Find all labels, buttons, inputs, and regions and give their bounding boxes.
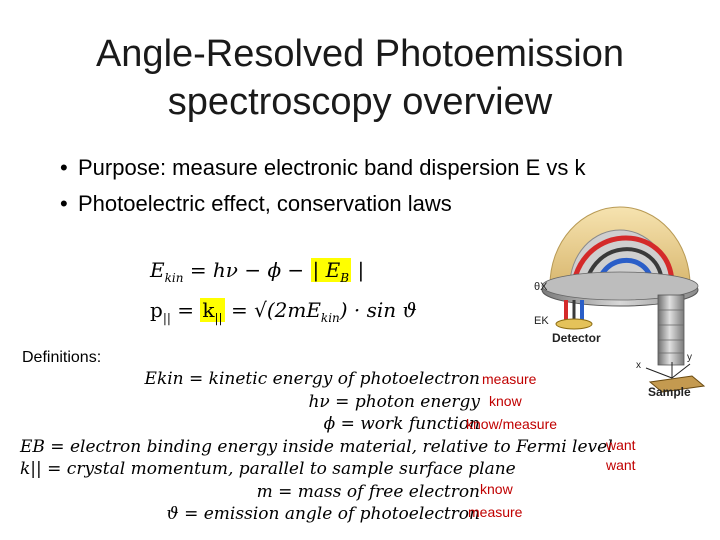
- title-line-2: spectroscopy overview: [167, 81, 553, 123]
- definitions-list: Ekin = kinetic energy of photoelectron h…: [20, 368, 613, 526]
- def-row-theta: ϑ = emission angle of photoelectron: [166, 504, 480, 524]
- equation-momentum: p|| = k|| = √(2mEkin) · sin ϑ: [150, 298, 417, 325]
- bullet-photoelectric: • Photoelectric effect, conservation laws: [60, 186, 585, 222]
- def-row-hv: hν = photon energy: [308, 391, 480, 412]
- eq-k-highlight: k||: [200, 298, 225, 325]
- title-line-1: Angle-Resolved Photoemission: [95, 33, 625, 75]
- eq-k-label: k: [202, 298, 215, 322]
- eq-eb: E: [325, 258, 341, 282]
- eq-rhs: = hν − ϕ −: [189, 258, 305, 282]
- note-know-hv: know: [489, 393, 522, 409]
- label-theta: θX: [534, 281, 548, 293]
- eq-rhs-sub: kin: [320, 311, 340, 325]
- eq-p-sub: ||: [162, 311, 171, 325]
- bullet-dot-icon: •: [60, 155, 68, 180]
- eq-eb-sub: B: [340, 271, 350, 285]
- bullet-purpose: • Purpose: measure electronic band disper…: [60, 150, 585, 186]
- note-measure-ekin: measure: [482, 371, 537, 387]
- def-row-k: k|| = crystal momentum, parallel to samp…: [20, 459, 516, 479]
- def-row-eb: EB = electron binding energy inside mate…: [20, 436, 613, 457]
- def-row-ekin: Ekin = kinetic energy of photoelectron: [144, 369, 480, 389]
- sample-axis-x: [645, 367, 673, 379]
- bullet-text: Photoelectric effect, conservation laws: [78, 191, 452, 216]
- note-know-m: know: [480, 481, 513, 497]
- sample-axis-y: [671, 363, 691, 379]
- label-detector: Detector: [552, 331, 601, 345]
- bullet-text: Purpose: measure electronic band dispers…: [78, 155, 586, 180]
- eq-rhs-tail: ) · sin ϑ: [339, 298, 417, 322]
- bullet-list: • Purpose: measure electronic band disper…: [60, 150, 585, 222]
- analyzer-plate-rim: [541, 271, 699, 301]
- eq-p-label: p: [150, 298, 163, 322]
- eq-lhs-sub: kin: [164, 271, 184, 285]
- lens-column: [657, 294, 685, 366]
- note-want-k: want: [606, 457, 636, 473]
- label-y: y: [687, 352, 692, 363]
- label-sample: Sample: [648, 385, 691, 399]
- equation-kinetic-energy: Ekin = hν − ϕ − | EB |: [150, 258, 364, 285]
- label-x: x: [636, 360, 641, 371]
- label-ek: EK: [534, 315, 549, 327]
- eq-abs-open: |: [312, 258, 320, 282]
- definitions-label: Definitions:: [22, 349, 102, 366]
- note-measure-theta: measure: [468, 504, 523, 520]
- eq-rhs-sqrt: = √(2mE: [230, 298, 321, 322]
- def-row-m: m = mass of free electron: [256, 481, 480, 502]
- eq-lhs: E: [150, 258, 165, 282]
- eq-mid: =: [177, 298, 201, 322]
- bullet-dot-icon: •: [60, 191, 68, 216]
- eq-binding-energy-highlight: | EB: [310, 258, 352, 285]
- slide-title: Angle-Resolved Photoemission spectroscop…: [0, 30, 720, 126]
- eq-k-sub: ||: [214, 311, 223, 325]
- electron-path-red: [569, 235, 675, 301]
- eq-abs-close: |: [357, 258, 365, 282]
- sample-stage: [648, 375, 706, 393]
- detector-plate: [555, 318, 593, 330]
- note-know-measure-phi: know/measure: [466, 416, 558, 432]
- arpes-diagram: θX EK Detector x y Sample: [534, 206, 706, 399]
- note-want-eb: want: [606, 437, 636, 453]
- def-row-phi: ϕ = work function: [323, 414, 480, 434]
